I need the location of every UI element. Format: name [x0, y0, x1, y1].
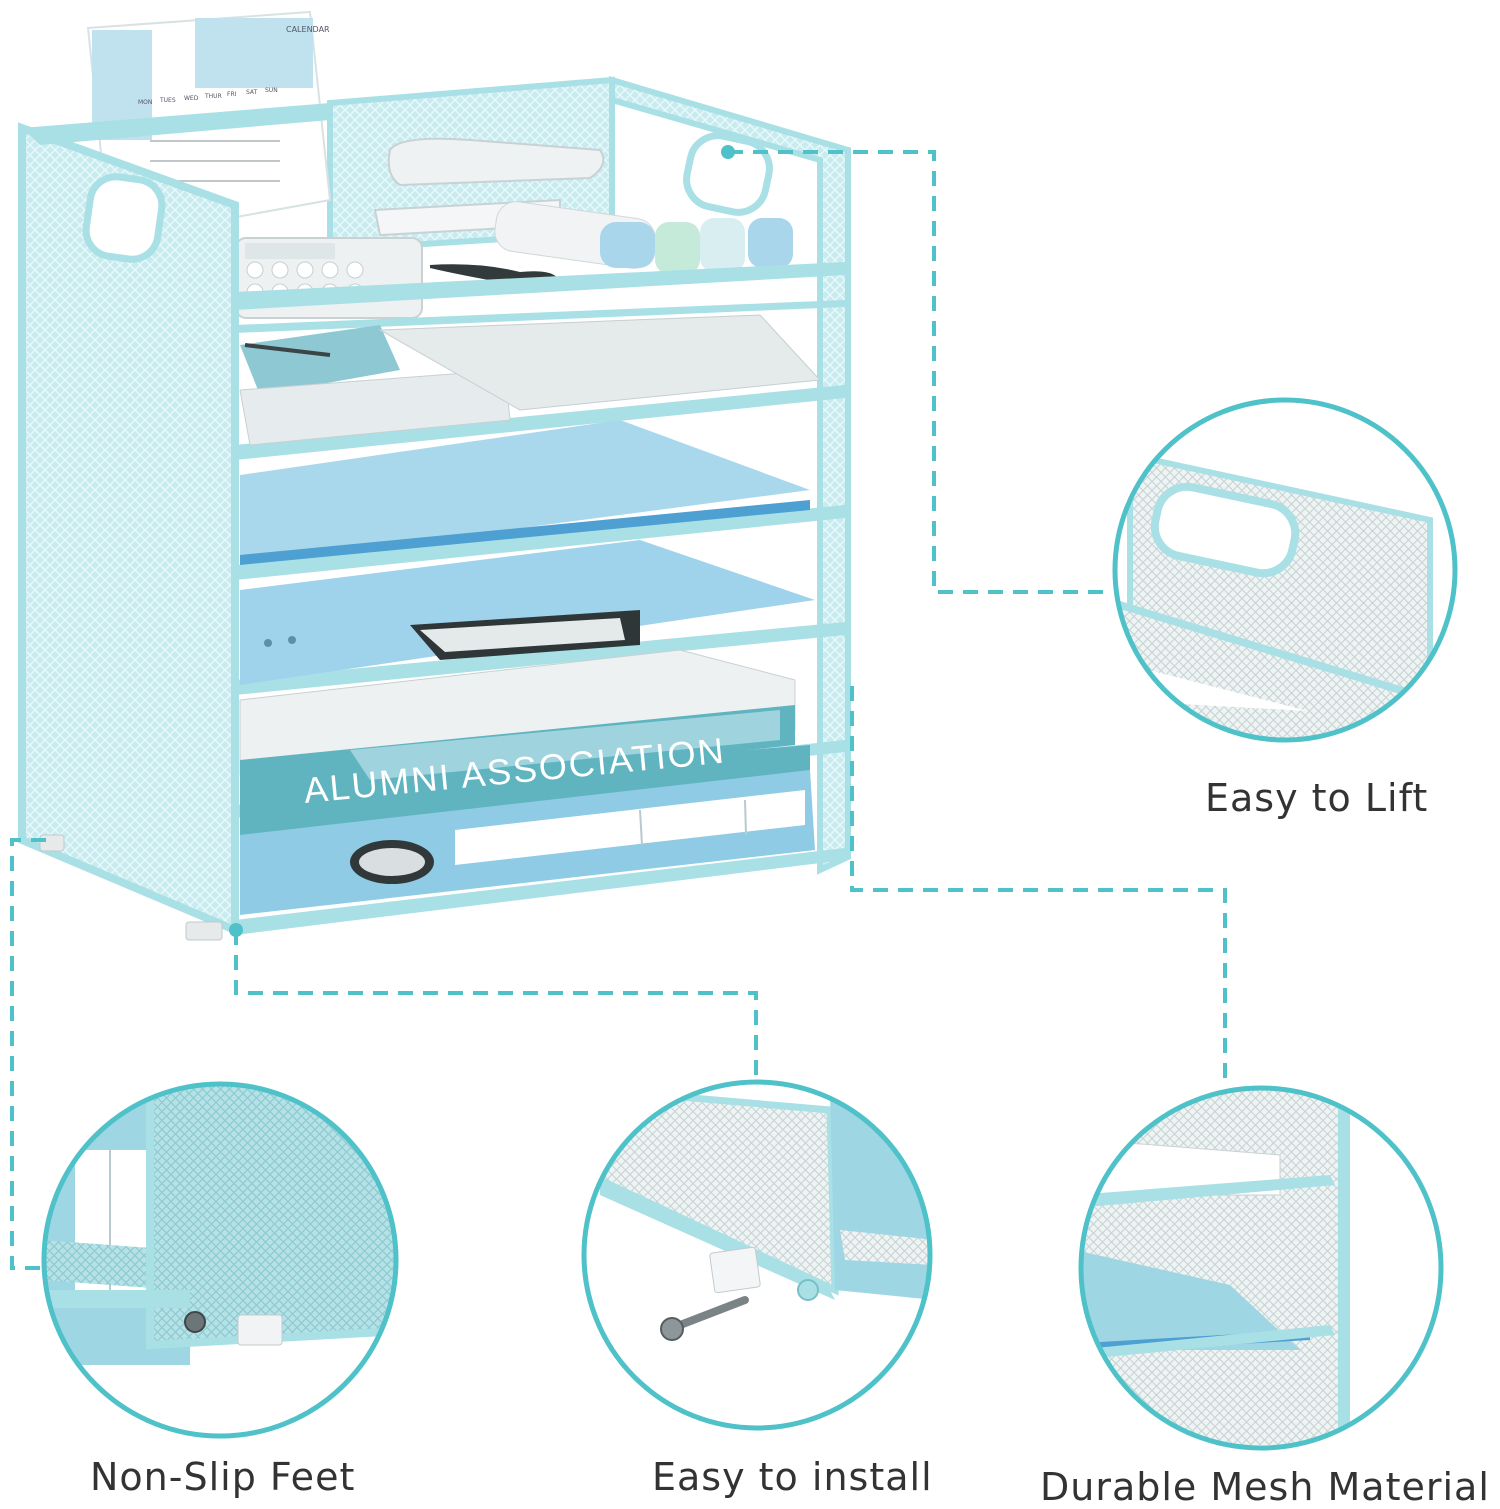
calendar-day-thu: THUR [204, 93, 222, 100]
file-organizer: CALENDAR MON TUES WED THUR FRI SAT SUN [18, 10, 851, 941]
label-easy-to-install: Easy to install [652, 1455, 933, 1499]
screw-closeup-icon [660, 1296, 749, 1341]
blue-folder-2 [240, 540, 815, 685]
left-handle-icon [82, 173, 166, 263]
detail-easy-to-lift [1112, 397, 1458, 743]
leader-dots [229, 145, 735, 937]
screw-icon [184, 1311, 206, 1333]
leader-durable-mesh [850, 686, 1227, 1085]
blue-folder-1 [240, 420, 810, 565]
leader-easy-to-lift [728, 150, 1110, 594]
right-handle-icon [683, 132, 773, 216]
label-non-slip-feet: Non-Slip Feet [90, 1455, 356, 1499]
calendar-day-sat: SAT [246, 89, 258, 96]
foot-back [39, 834, 65, 852]
foot-closeup [237, 1314, 283, 1346]
label-durable-mesh: Durable Mesh Material [1040, 1465, 1490, 1509]
binder [240, 770, 815, 915]
foot-left [185, 921, 223, 941]
top-rail [22, 103, 330, 145]
detail-durable-mesh [1078, 1085, 1444, 1451]
calendar-header: CALENDAR [286, 25, 330, 34]
calendar-day-mon: MON [138, 99, 152, 106]
calendar-day-tue: TUES [159, 97, 176, 104]
leader-easy-to-install [234, 930, 758, 1080]
calendar-day-fri: FRI [227, 91, 237, 98]
handle-closeup-icon [1150, 482, 1300, 578]
foot-install [709, 1246, 761, 1294]
notebooks [239, 314, 822, 446]
highlighters [494, 201, 793, 274]
calendar-day-wed: WED [184, 95, 199, 102]
right-side-panel [609, 75, 851, 875]
detail-easy-to-install [581, 1079, 933, 1431]
label-easy-to-lift: Easy to Lift [1205, 776, 1429, 820]
leader-lines [10, 150, 1227, 1270]
leader-non-slip-feet [10, 838, 46, 1270]
detail-non-slip-feet [41, 1081, 399, 1439]
calendar-day-sun: SUN [265, 87, 278, 94]
